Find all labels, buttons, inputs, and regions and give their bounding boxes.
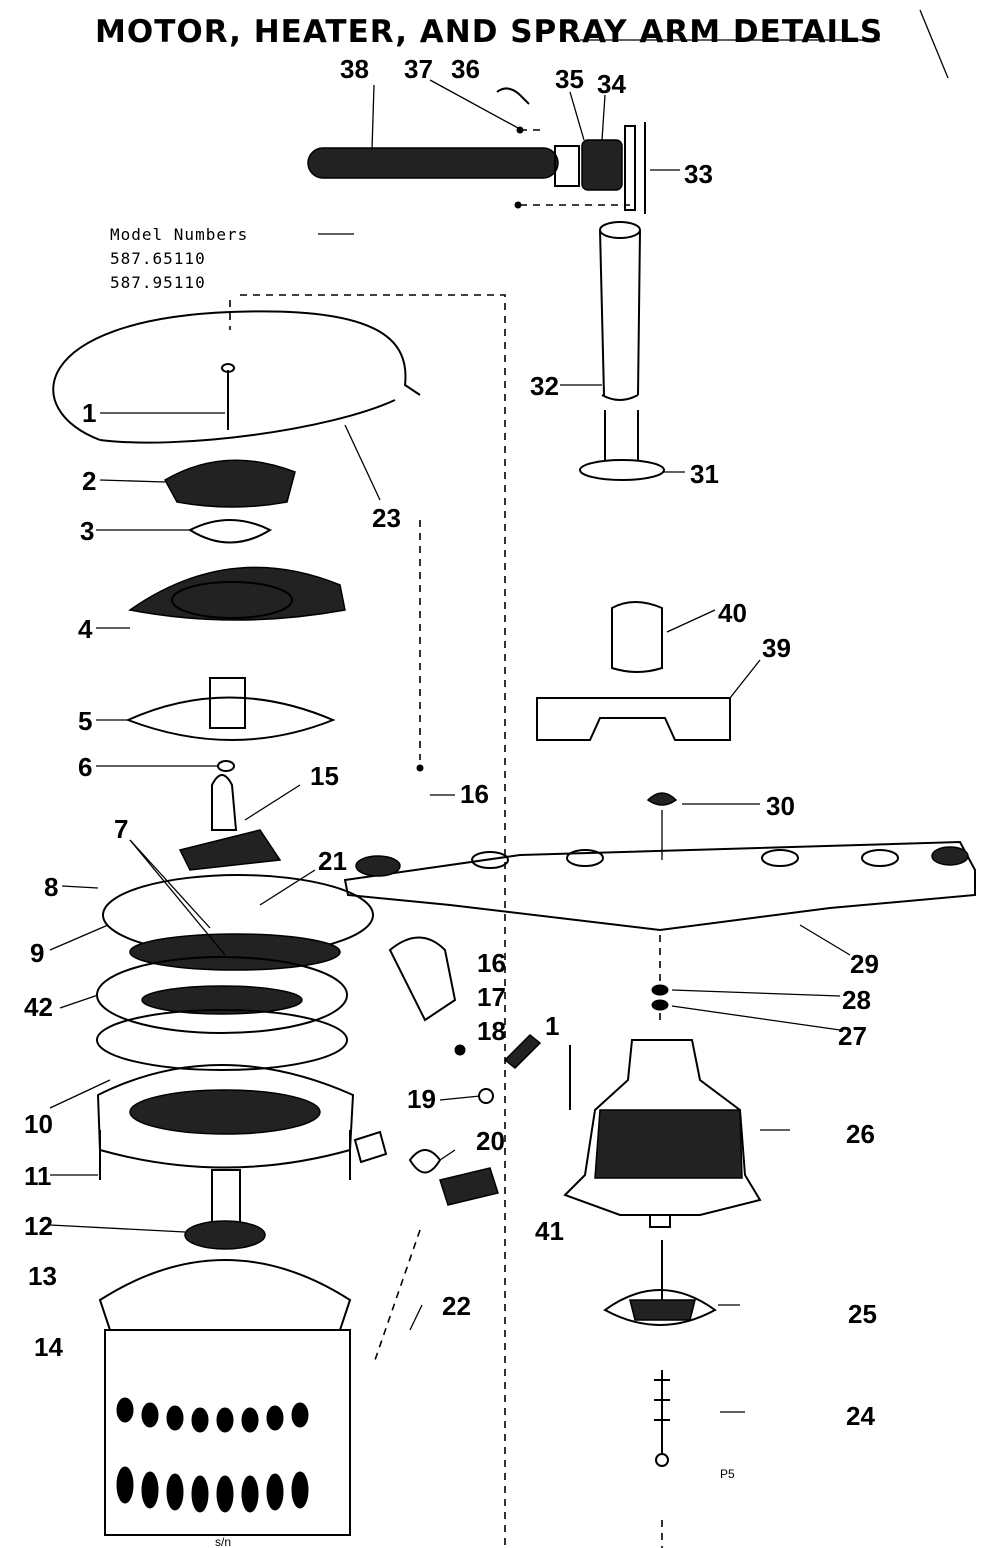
callout-29: 29 [850, 949, 879, 979]
callout-27: 27 [838, 1021, 867, 1051]
callout-26: 26 [846, 1119, 875, 1149]
upper-stack-parts [125, 459, 346, 772]
model-numbers-heading: Model Numbers [110, 225, 248, 244]
impeller-and-shaft [603, 1240, 717, 1467]
callout-19: 19 [407, 1084, 436, 1114]
callout-37: 37 [404, 54, 433, 84]
callout-32: 32 [530, 371, 559, 401]
callout-35: 35 [555, 64, 584, 94]
callout-9: 9 [30, 938, 44, 968]
callout-7: 7 [114, 814, 128, 844]
callout-18: 18 [477, 1016, 506, 1046]
callout-25: 25 [848, 1299, 877, 1329]
callout-20: 20 [476, 1126, 505, 1156]
pump-housing [563, 984, 762, 1228]
callout-28: 28 [842, 985, 871, 1015]
callout-6: 6 [78, 752, 92, 782]
callout-10: 10 [24, 1109, 53, 1139]
callout-8: 8 [44, 872, 58, 902]
callout-22: 22 [442, 1291, 471, 1321]
callout-24: 24 [846, 1401, 875, 1431]
model-number-2: 587.95110 [110, 273, 206, 292]
callout-17: 17 [477, 982, 506, 1012]
callout-42: 42 [24, 992, 53, 1022]
callout-21: 21 [318, 846, 347, 876]
corner-mark [919, 9, 949, 79]
callout-31: 31 [690, 459, 719, 489]
fill-tube [579, 221, 665, 481]
diagram-title: MOTOR, HEATER, AND SPRAY ARM DETAILS [95, 14, 883, 50]
callout-40: 40 [718, 598, 747, 628]
callout-4: 4 [78, 614, 93, 644]
heater-element [307, 87, 646, 214]
motor [98, 1220, 352, 1536]
callout-23: 23 [372, 503, 401, 533]
callout-1: 1 [82, 398, 96, 428]
callout-33: 33 [684, 159, 713, 189]
callout-16-b: 16 [477, 948, 506, 978]
callout-38: 38 [340, 54, 369, 84]
callout-30: 30 [766, 791, 795, 821]
callout-14: 14 [34, 1332, 63, 1362]
small-hardware [374, 764, 571, 1361]
motor-vent-holes [116, 1397, 309, 1513]
callout-1-b: 1 [545, 1011, 559, 1041]
callout-12: 12 [24, 1211, 53, 1241]
callout-5: 5 [78, 706, 92, 736]
callout-34: 34 [597, 69, 626, 99]
callout-16-a: 16 [460, 779, 489, 809]
callout-11: 11 [24, 1161, 52, 1191]
leader-lines [49, 79, 851, 1413]
callout-numbers: 1 1 2 3 4 5 6 7 8 9 10 11 12 13 14 15 16… [24, 54, 879, 1431]
callout-36: 36 [451, 54, 480, 84]
page-mark: P5 [720, 1467, 735, 1481]
callout-39: 39 [762, 633, 791, 663]
callout-13: 13 [28, 1261, 57, 1291]
block-insert [536, 601, 731, 741]
callout-41: 41 [535, 1216, 564, 1246]
heater-loop [52, 310, 421, 444]
alignment-lines [229, 204, 663, 1548]
model-numbers-block: Model Numbers 587.65110 587.95110 [110, 225, 354, 292]
spray-arm [343, 792, 976, 932]
bottom-mark: s/n [215, 1535, 231, 1548]
model-number-1: 587.65110 [110, 249, 206, 268]
motor-mount-stack [96, 774, 388, 1231]
callout-3: 3 [80, 516, 94, 546]
callout-2: 2 [82, 466, 96, 496]
callout-15: 15 [310, 761, 339, 791]
